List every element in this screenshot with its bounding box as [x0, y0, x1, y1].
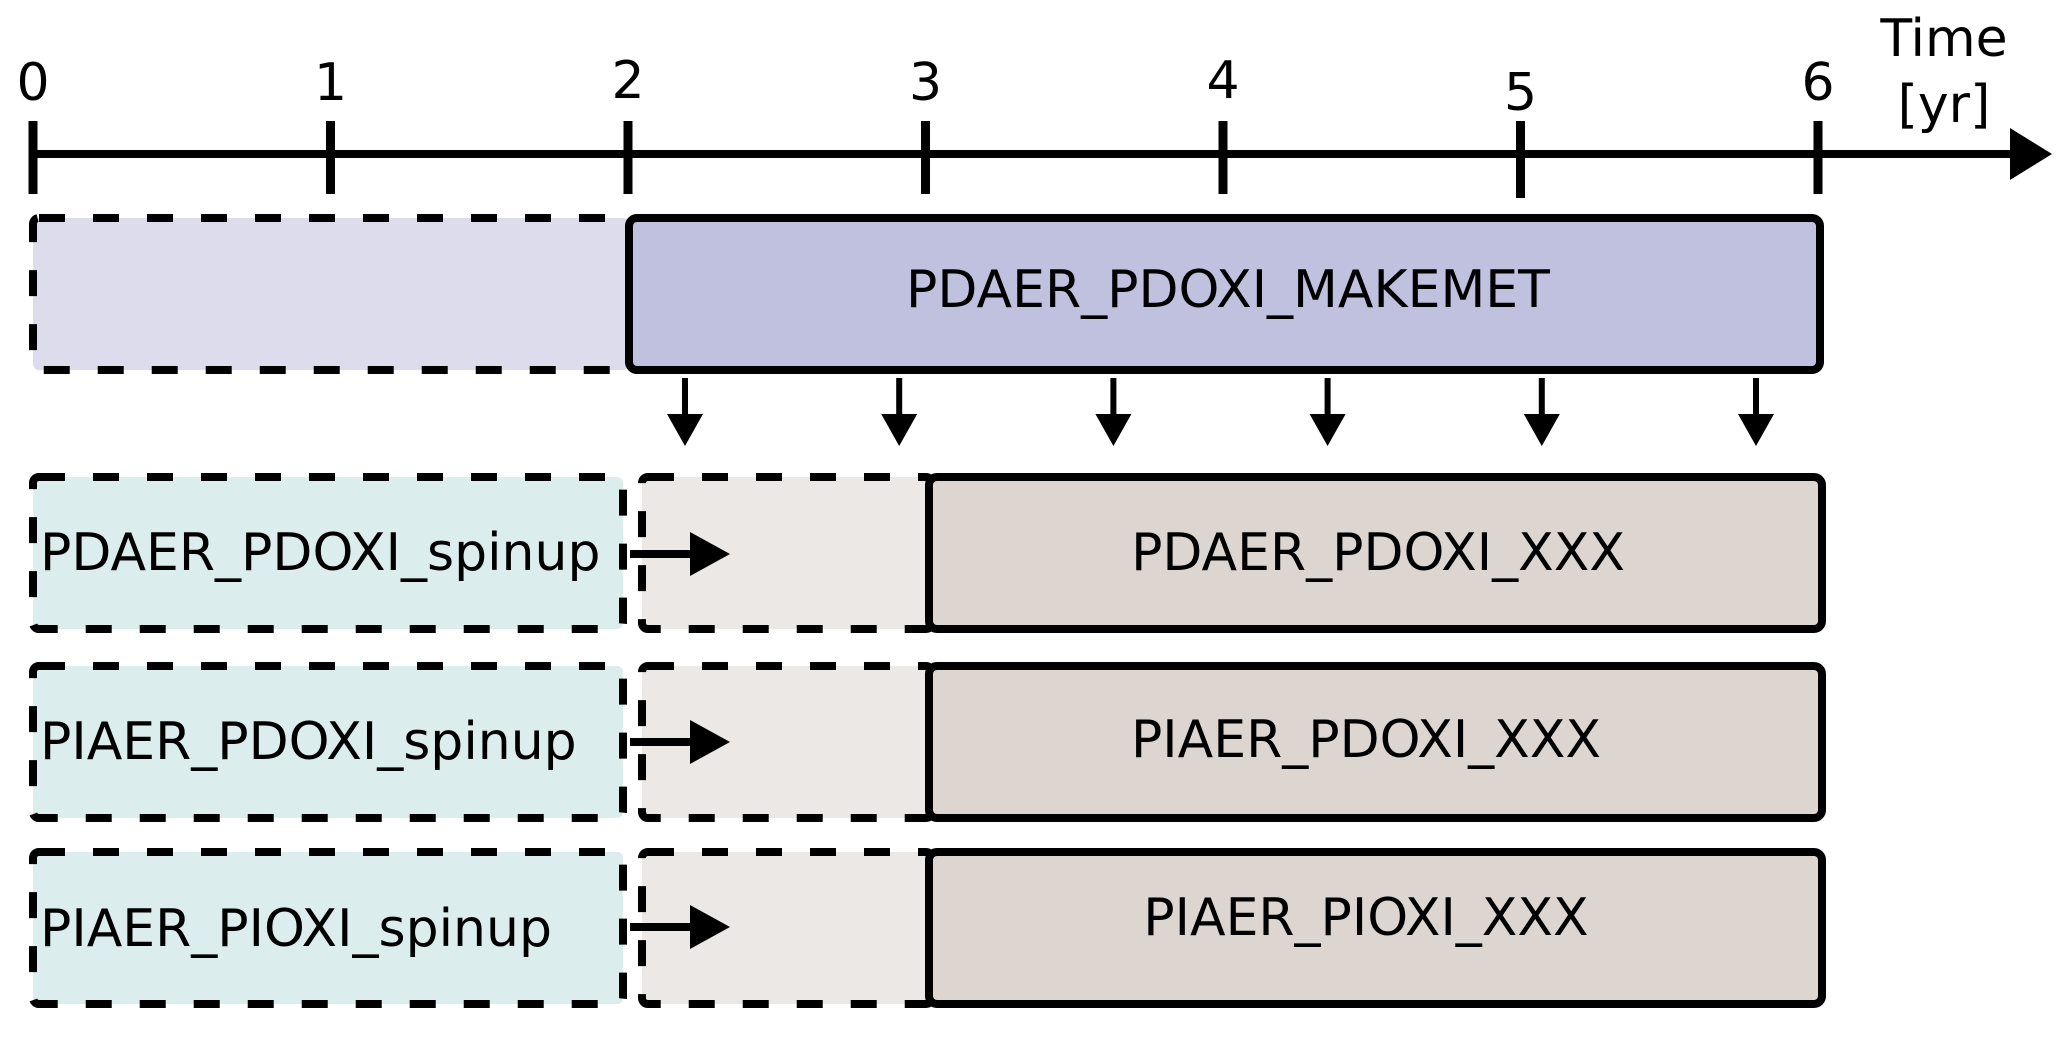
run-box: [925, 473, 1826, 633]
spinup-label: PIAER_PDOXI_spinup: [40, 712, 577, 772]
axis-tick-label: 2: [611, 51, 644, 111]
axis-tick-label: 3: [909, 53, 942, 113]
transition-box: [638, 662, 936, 822]
spinup-box: [29, 662, 627, 822]
experiment-row: PIAER_PDOXI_spinup PIAER_PDOXI_XXX: [29, 662, 1826, 822]
output-arrow-head: [1738, 414, 1774, 446]
time-axis: 0 1 2 3 4 5 6 Time [yr]: [16, 9, 2052, 198]
handoff-arrow-head: [690, 720, 730, 764]
makemet-label: PDAER_PDOXI_MAKEMET: [906, 260, 1550, 320]
axis-tick-label: 0: [16, 53, 49, 113]
makemet-dashed-box: [29, 214, 633, 374]
run-label: PIAER_PDOXI_XXX: [1131, 710, 1601, 770]
axis-tick-label: 5: [1504, 63, 1537, 123]
run-box: [925, 662, 1826, 822]
makemet-output-arrows: [667, 378, 1774, 446]
output-arrow-head: [1309, 414, 1346, 446]
axis-label-time: Time: [1879, 9, 2007, 69]
output-arrow-head: [667, 414, 703, 446]
axis-tick-label: 4: [1206, 51, 1239, 111]
output-arrow-head: [1523, 414, 1560, 446]
spinup-box: [29, 473, 627, 633]
axis-arrowhead: [2010, 128, 2052, 180]
experiment-rows: PDAER_PDOXI_spinup PDAER_PDOXI_XXX PIAER…: [29, 473, 1826, 1008]
run-label: PIAER_PIOXI_XXX: [1143, 888, 1588, 948]
axis-ticks: 0 1 2 3 4 5 6: [16, 51, 1835, 198]
experiment-row: PDAER_PDOXI_spinup PDAER_PDOXI_XXX: [29, 473, 1826, 633]
makemet-row: PDAER_PDOXI_MAKEMET: [29, 214, 1824, 446]
output-arrow-head: [881, 414, 918, 446]
makemet-solid-box: [625, 214, 1824, 374]
experiment-row: PIAER_PIOXI_spinup PIAER_PIOXI_XXX: [29, 848, 1826, 1008]
spinup-label: PIAER_PIOXI_spinup: [40, 899, 552, 959]
output-arrow-head: [1095, 414, 1132, 446]
handoff-arrow-head: [690, 532, 730, 576]
transition-box: [638, 848, 936, 1008]
transition-box: [638, 473, 936, 633]
handoff-arrow-head: [690, 905, 730, 949]
spinup-label: PDAER_PDOXI_spinup: [40, 523, 600, 583]
axis-tick-label: 6: [1801, 53, 1834, 113]
run-label: PDAER_PDOXI_XXX: [1131, 523, 1625, 583]
axis-label-unit: [yr]: [1898, 75, 1991, 135]
spinup-box: [29, 848, 627, 1008]
axis-tick-label: 1: [314, 53, 347, 113]
run-box: [925, 848, 1826, 1008]
